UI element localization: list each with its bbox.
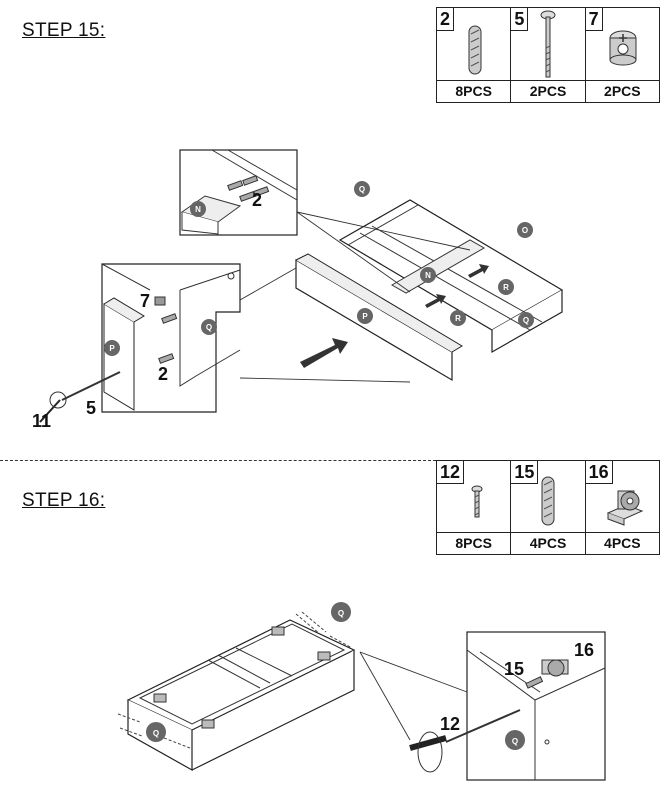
svg-text:N: N	[425, 271, 431, 280]
svg-text:P: P	[109, 344, 115, 353]
part-number: 7	[585, 8, 603, 31]
part-qty: 2PCS	[585, 80, 659, 102]
part-cell-12: 12 8PCS	[437, 461, 512, 554]
step-15-diagram: Q O N N R R Q P Q P 2 7 2 11 5	[32, 149, 564, 431]
svg-text:Q: Q	[512, 737, 518, 746]
callout-screwdriver: 11	[32, 411, 51, 431]
part-qty: 4PCS	[511, 532, 585, 554]
part-number: 15	[511, 461, 539, 484]
part-number: 2	[437, 8, 455, 31]
dowel-icon	[525, 676, 544, 689]
svg-text:R: R	[455, 314, 461, 323]
callout-dowel-b: 2	[158, 364, 168, 384]
svg-text:P: P	[362, 312, 368, 321]
svg-text:Q: Q	[359, 185, 365, 194]
cam-lock-icon	[586, 8, 659, 80]
part-cell-15: 15 4PCS	[511, 461, 586, 554]
callout-dowel: 2	[252, 190, 262, 210]
panel-badge-q: Q	[331, 602, 351, 622]
part-qty: 8PCS	[437, 532, 511, 554]
part-cell-2: 2 8PCS	[437, 8, 512, 102]
callout-dowel: 15	[504, 659, 524, 679]
long-bolt-icon	[61, 371, 121, 401]
caster-wheel-icon	[153, 626, 331, 729]
callout-screw: 12	[440, 714, 460, 734]
detail-inset-left	[101, 263, 241, 413]
step-15-title: STEP 15:	[22, 20, 106, 41]
dowel-icon	[511, 461, 584, 532]
svg-text:O: O	[522, 226, 528, 235]
direction-arrow	[468, 264, 489, 278]
panel-badge-q: Q	[354, 181, 370, 197]
screw-icon	[445, 709, 521, 743]
long-bolt-icon	[511, 8, 584, 80]
dowel-icon	[437, 8, 510, 80]
callout-cam: 7	[140, 291, 150, 311]
dowel-icon	[227, 175, 270, 202]
cam-lock-icon	[154, 296, 166, 306]
screwdriver-icon	[39, 391, 67, 423]
panel-badge-p: P	[357, 308, 373, 324]
part-number: 16	[585, 461, 613, 484]
svg-text:Q: Q	[523, 316, 529, 325]
detail-inset-wheel	[466, 631, 606, 781]
drawer-box	[126, 619, 356, 731]
part-number: 12	[437, 461, 465, 484]
panel-badge-q: Q	[146, 722, 166, 742]
panel-badge-o: O	[517, 222, 533, 238]
svg-text:N: N	[195, 205, 201, 214]
part-qty: 8PCS	[437, 80, 511, 102]
panel-badge-q: Q	[518, 312, 534, 328]
svg-text:Q: Q	[153, 729, 159, 738]
caster-wheel-icon	[586, 461, 659, 532]
panel-badge-q-inset: Q	[201, 319, 217, 335]
dowel-icon	[158, 313, 178, 364]
direction-arrow	[300, 338, 348, 368]
caster-wheel-icon	[541, 659, 569, 677]
part-qty: 4PCS	[585, 532, 659, 554]
panel-badge-r: R	[450, 310, 466, 326]
screw-icon	[437, 461, 510, 532]
screwdriver-icon	[409, 731, 447, 773]
callout-wheel: 16	[574, 640, 594, 660]
part-number: 5	[511, 8, 529, 31]
panel-badge-n-inset: N	[190, 201, 206, 217]
step-16-title: STEP 16:	[22, 490, 106, 511]
panel-badge-n: N	[420, 267, 436, 283]
part-cell-5: 5 2PCS	[511, 8, 586, 102]
step-15-parts-table: 2 8PCS 5 2PCS 7 2PCS	[436, 7, 660, 103]
part-qty: 2PCS	[511, 80, 585, 102]
panel-badge-p-inset: P	[104, 340, 120, 356]
direction-arrow	[425, 294, 446, 308]
panel-badge-q-inset: Q	[505, 730, 525, 750]
svg-text:R: R	[503, 283, 509, 292]
svg-text:Q: Q	[338, 609, 344, 618]
step-divider	[0, 460, 436, 461]
callout-bolt: 5	[86, 398, 96, 418]
panel-badge-r: R	[498, 279, 514, 295]
step-16-parts-table: 12 8PCS 15 4PCS 16 4PCS	[436, 460, 660, 555]
svg-text:Q: Q	[206, 323, 212, 332]
panel-p	[295, 258, 453, 382]
part-cell-7: 7 2PCS	[585, 8, 659, 102]
part-cell-16: 16 4PCS	[585, 461, 659, 554]
